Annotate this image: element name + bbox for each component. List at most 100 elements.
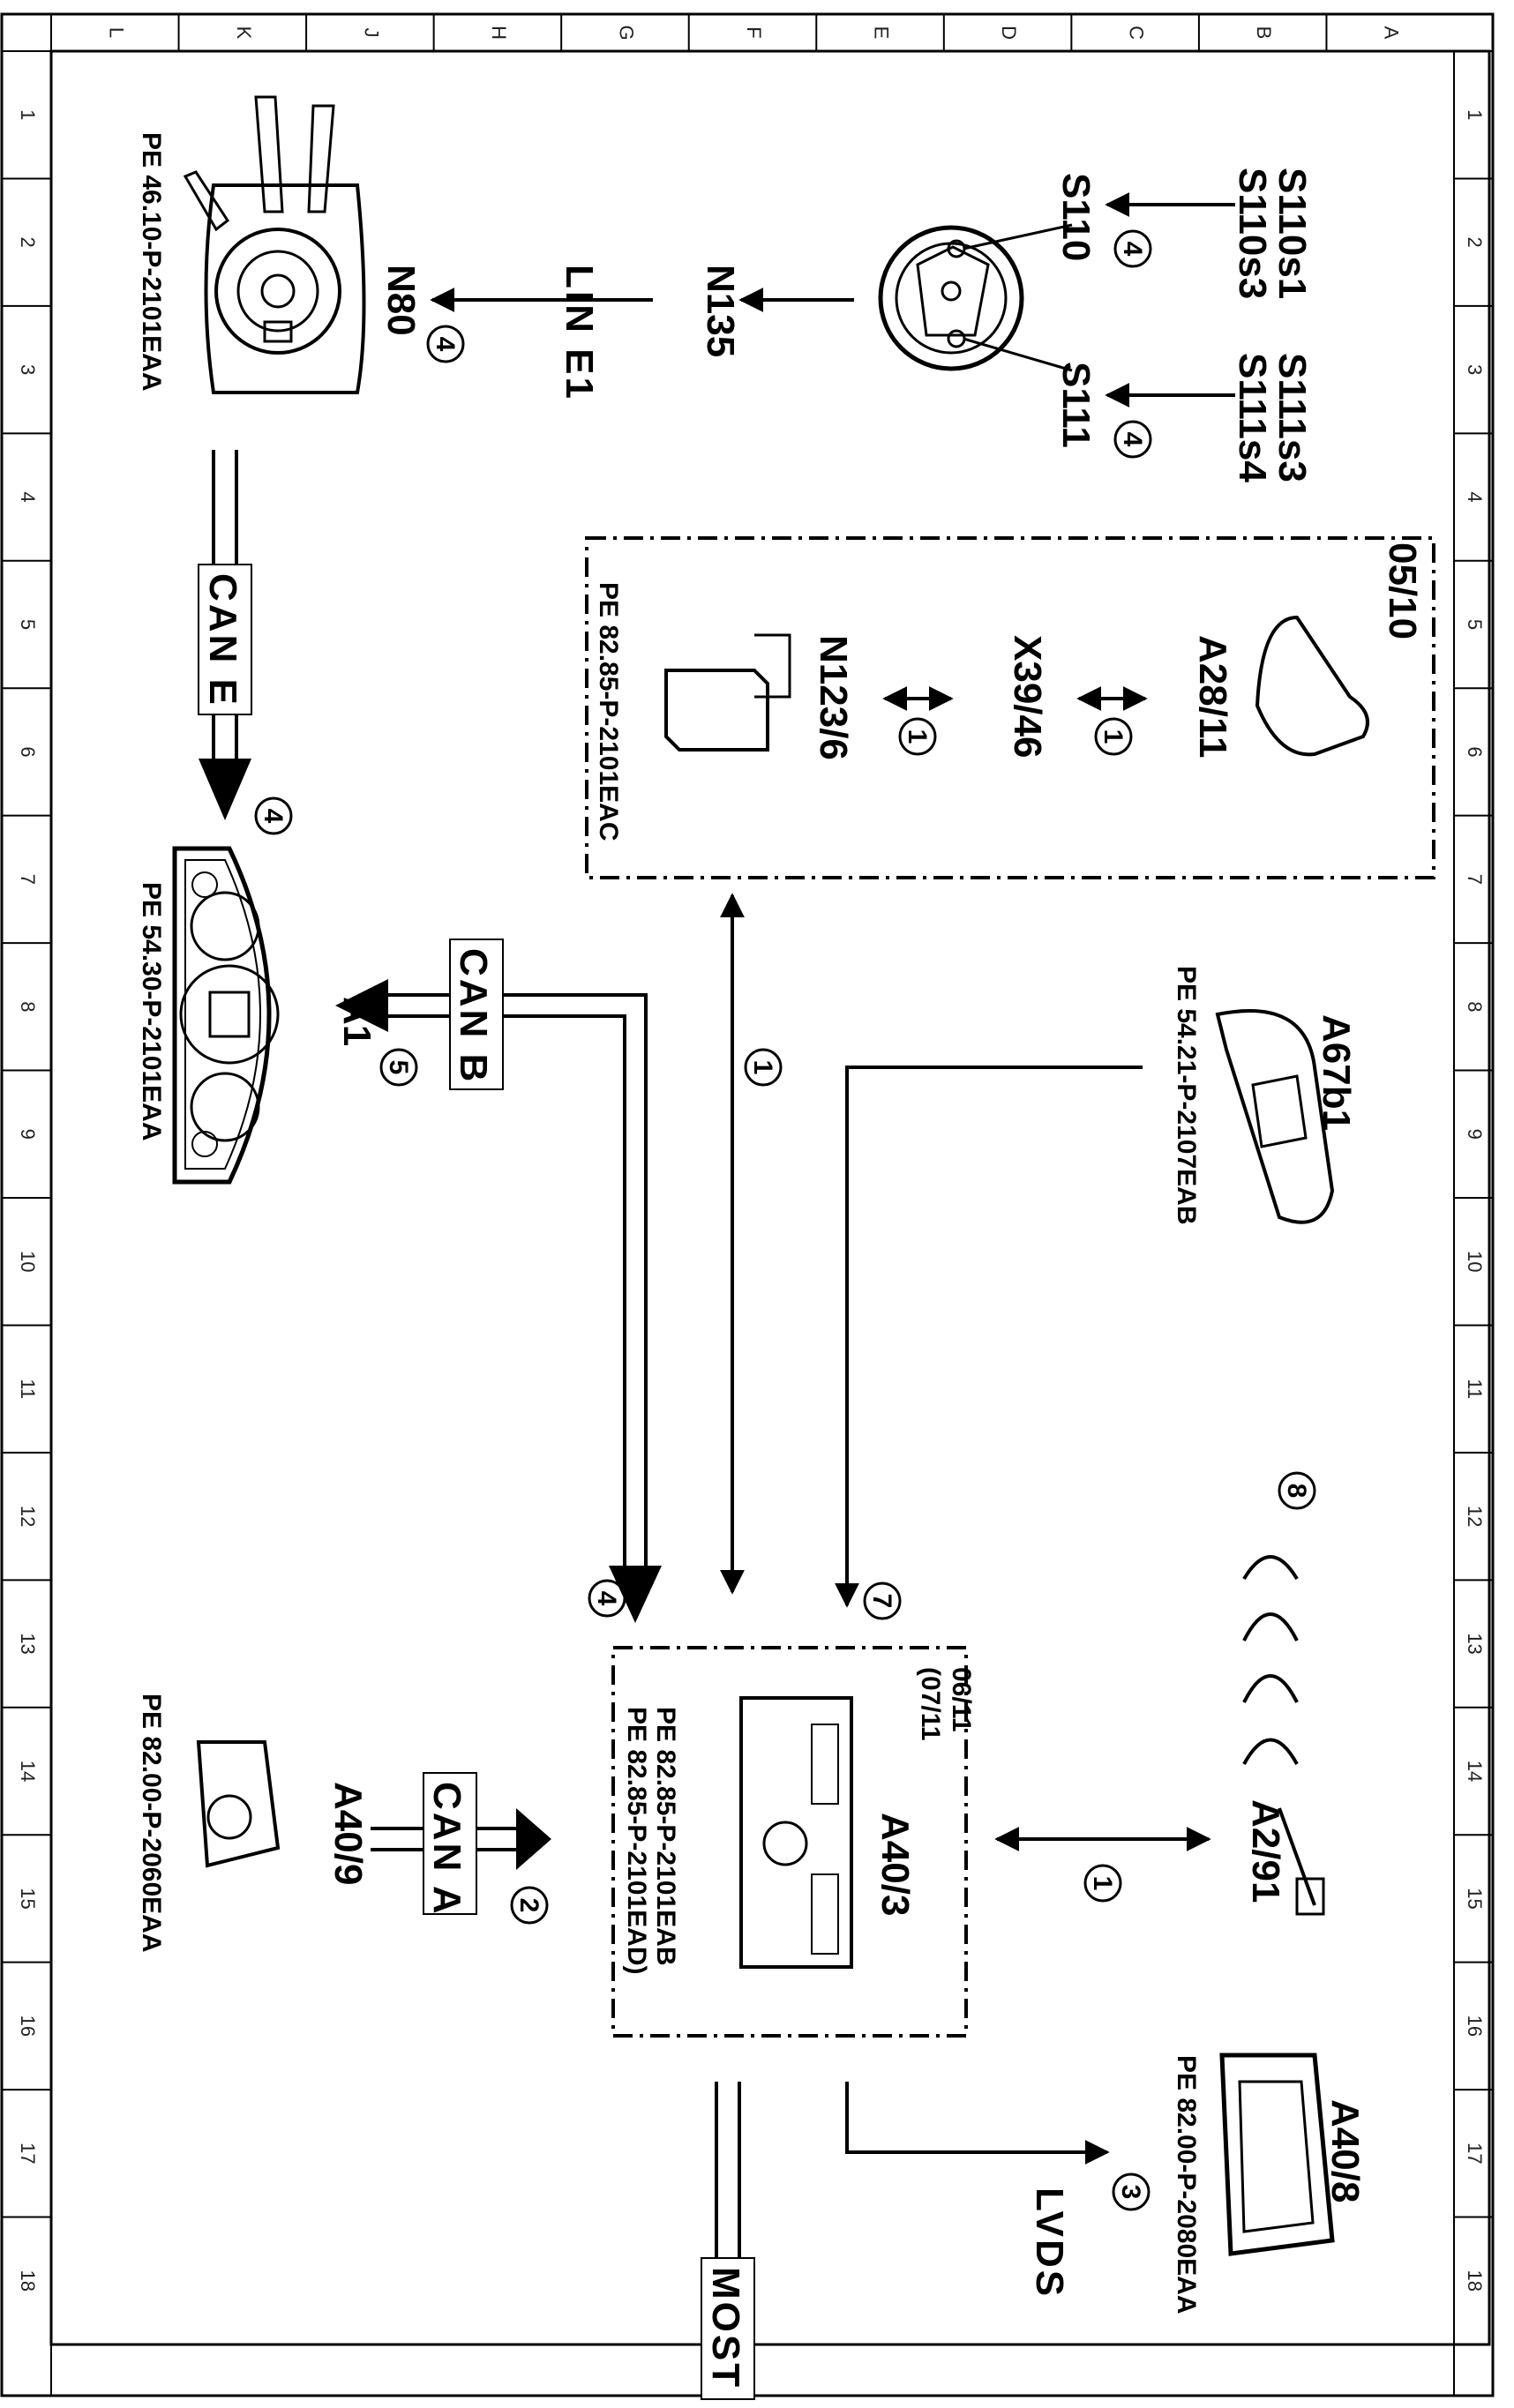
steering-wheel-icon	[878, 225, 1024, 371]
grid-row-label: 4	[1464, 491, 1486, 502]
can-b-label: CAN B	[452, 948, 495, 1084]
a67b1-circle: 7	[867, 1594, 896, 1609]
can-e-label: CAN E	[201, 573, 244, 707]
box-top-ref: PE 82.85-P-2101EAC	[594, 582, 623, 841]
a40-9-label: A40/9	[326, 1782, 370, 1885]
grid-row-label: 2	[17, 237, 39, 248]
s110s1-label: S110s1	[1270, 168, 1314, 299]
s110-circle: 4	[1118, 242, 1147, 257]
head-unit-icon	[739, 1696, 853, 1969]
grid-row-label: 18	[17, 2270, 39, 2292]
a2-91-label: A2/91	[1244, 1799, 1287, 1903]
antenna-icon	[1278, 1807, 1325, 1916]
can-a-label: CAN A	[425, 1782, 468, 1917]
x39-46-label: X39/46	[1006, 635, 1049, 758]
grid-row-label: 2	[1464, 237, 1486, 248]
grid-row-label: 3	[1464, 364, 1486, 375]
lvds-label: LVDS	[1028, 2187, 1071, 2299]
grid-row-label: 7	[1464, 874, 1486, 885]
a1-ref: PE 54.30-P-2101EAA	[137, 882, 166, 1141]
s111s4-label: S111s4	[1231, 353, 1274, 482]
grid-row-label: 14	[17, 1761, 39, 1782]
link-center-circle: 1	[748, 1060, 777, 1075]
a28-11-label: A28/11	[1191, 635, 1234, 758]
a2-91-link-circle: 1	[1088, 1876, 1117, 1891]
telephone-module-icon	[664, 633, 791, 752]
instrument-cluster-icon	[172, 846, 280, 1185]
grid-row-label: 10	[17, 1251, 39, 1272]
grid-row-label: 7	[17, 874, 39, 885]
s110-label: S110	[1054, 173, 1098, 261]
rear-camera-icon	[1215, 1009, 1335, 1224]
grid-column-label: L	[105, 27, 127, 38]
a28-11-circle: 1	[1098, 729, 1128, 744]
grid-column-label: G	[615, 25, 637, 40]
grid-row-label: 11	[17, 1379, 39, 1399]
grid-row-label: 15	[17, 1888, 39, 1909]
grid-row-label: 14	[1464, 1761, 1486, 1782]
grid-row-label: 13	[1464, 1633, 1486, 1654]
grid-row-label: 11	[1464, 1379, 1486, 1399]
grid-row-label: 8	[17, 1001, 39, 1012]
grid-row-label: 10	[1464, 1251, 1486, 1272]
grid-row-label: 9	[1464, 1129, 1486, 1140]
a1-circle: 5	[384, 1060, 413, 1075]
n80-label: N80	[379, 265, 423, 336]
grid-row-label: 13	[17, 1633, 39, 1654]
grid-column-label: B	[1253, 26, 1275, 40]
grid-row-label: 12	[17, 1506, 39, 1527]
grid-row-label: 18	[1464, 2270, 1486, 2292]
radio-waves-icon	[1242, 1555, 1299, 1765]
grid-row-label: 5	[17, 619, 39, 630]
top-module-box	[585, 536, 1435, 879]
grid-row-label: 17	[1464, 2143, 1486, 2164]
a40-3-ref2: PE 82.85-P-2101EAD)	[622, 1707, 651, 1975]
grid-column-label: A	[1381, 26, 1403, 40]
tv-tuner-icon	[196, 1740, 281, 1868]
grid-column-label: D	[998, 26, 1020, 40]
a40-8-label: A40/8	[1323, 2099, 1367, 2202]
a40-9-ref: PE 82.00-P-2060EAA	[137, 1694, 166, 1953]
grid-row-label: 1	[1464, 109, 1486, 120]
grid-column-label: C	[1126, 26, 1148, 40]
x39-46-circle: 1	[903, 729, 932, 744]
s111-circle: 4	[1118, 432, 1147, 447]
grid-row-label: 8	[1464, 1001, 1486, 1012]
a67b1-label: A67b1	[1315, 1014, 1358, 1131]
a40-8-circle: 3	[1116, 2185, 1145, 2200]
a40-8-ref: PE 82.00-P-2080EAA	[1172, 2055, 1201, 2315]
grid-row-label: 9	[17, 1129, 39, 1140]
n80-ref: PE 46.10-P-2101EAA	[137, 132, 166, 392]
s111s3-label: S111s3	[1270, 353, 1314, 482]
grid-column-label: J	[360, 28, 382, 38]
grid-row-label: 3	[17, 364, 39, 375]
a40-3-date1: 06/11	[947, 1667, 976, 1731]
can-e-circle: 4	[259, 809, 288, 824]
grid-row-label: 1	[17, 109, 39, 120]
steering-column-module-icon	[183, 95, 366, 394]
grid-column-label: F	[743, 26, 765, 38]
grid-row-label: 6	[17, 746, 39, 757]
grid-row-label: 16	[1464, 2015, 1486, 2037]
n80-circle: 4	[431, 337, 460, 352]
n123-6-label: N123/6	[812, 635, 855, 760]
grid-row-label: 15	[1464, 1888, 1486, 1909]
grid-column-label: E	[871, 26, 893, 40]
grid-column-label: H	[488, 26, 510, 40]
lin-e1-label: LIN E1	[558, 265, 601, 401]
display-icon	[1219, 2053, 1335, 2256]
head-unit-box	[611, 1646, 968, 2038]
box-top-date: 05/10	[1381, 542, 1424, 639]
grid-row-label: 5	[1464, 619, 1486, 630]
most-label: MOST	[704, 2267, 747, 2389]
can-b-circle: 4	[592, 1591, 621, 1606]
s110s3-label: S110s3	[1231, 168, 1274, 299]
shark-fin-antenna-icon	[1255, 615, 1369, 757]
a2-91-wave-circle: 8	[1282, 1484, 1311, 1499]
s111-label: S111	[1054, 362, 1098, 448]
a40-3-ref1: PE 82.85-P-2101EAB	[651, 1707, 680, 1966]
